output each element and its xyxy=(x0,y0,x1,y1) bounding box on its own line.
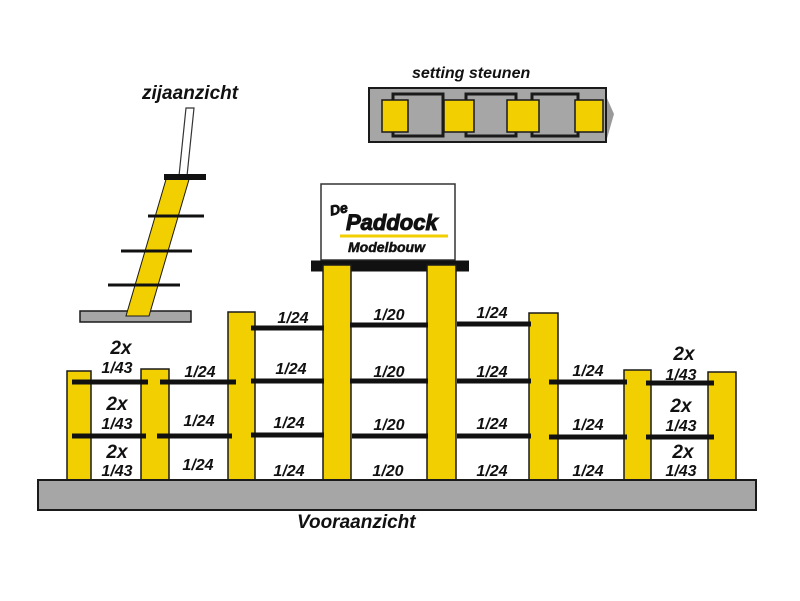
shelf-scale-label: 1/24 xyxy=(476,305,507,322)
supports-block xyxy=(574,99,604,133)
shelf-scale-label: 2x xyxy=(109,338,133,359)
rack-post xyxy=(426,264,457,483)
shelf-scale-label: 2x xyxy=(671,442,695,463)
shelf-scale-label: 1/20 xyxy=(373,364,404,381)
rack-post xyxy=(528,312,559,483)
shelf-scale-label: 1/20 xyxy=(372,463,403,480)
logo-text-modelbouw: Modelbouw xyxy=(348,239,426,255)
logo-text-paddock: Paddock xyxy=(346,210,439,235)
front-view-title: Vooraanzicht xyxy=(297,512,416,533)
shelf-scale-label: 2x xyxy=(669,396,693,417)
shelf-scale-label: 1/24 xyxy=(184,364,215,381)
shelf-scale-label: 1/43 xyxy=(665,367,696,384)
shelf-scale-label: 1/43 xyxy=(101,416,132,433)
shelf-scale-label: 1/24 xyxy=(277,310,308,327)
supports-block xyxy=(381,99,409,133)
front-view-base xyxy=(37,479,757,511)
supports-block xyxy=(506,99,540,133)
shelf-scale-label: 1/43 xyxy=(665,418,696,435)
side-view-title: zijaanzicht xyxy=(141,83,239,104)
shelf-scale-label: 1/24 xyxy=(572,363,603,380)
shelf-scale-label: 1/20 xyxy=(373,307,404,324)
shelf-scale-label: 1/24 xyxy=(273,415,304,432)
shelf-scale-label: 1/20 xyxy=(373,417,404,434)
logo-panel xyxy=(320,183,456,261)
side-view-hanger xyxy=(178,107,195,177)
side-view xyxy=(79,107,206,323)
side-view-post xyxy=(125,175,191,317)
shelf-scale-label: 2x xyxy=(672,344,696,365)
shelf-scale-label: 1/24 xyxy=(476,364,507,381)
shelf-scale-label: 1/24 xyxy=(476,416,507,433)
shelf-scale-label: 1/24 xyxy=(273,463,304,480)
logo-sign: De Paddock Modelbouw xyxy=(311,183,469,272)
rack-post xyxy=(707,371,737,483)
rack-post xyxy=(623,369,652,483)
shelf-scale-label: 1/24 xyxy=(476,463,507,480)
shelf-scale-label: 1/24 xyxy=(572,417,603,434)
shelf-scale-label: 1/24 xyxy=(183,413,214,430)
shelf-scale-label: 2x xyxy=(105,442,129,463)
shelf-scale-label: 2x xyxy=(105,394,129,415)
shelf-scale-label: 1/43 xyxy=(101,360,132,377)
supports-title: setting steunen xyxy=(412,65,530,82)
rack-post xyxy=(66,370,92,483)
shelf-scale-label: 1/24 xyxy=(275,361,306,378)
supports-block xyxy=(443,99,475,133)
rack-post xyxy=(322,264,352,483)
supports-detail xyxy=(368,87,614,143)
rack-post xyxy=(227,311,256,483)
front-view-rack: 2x1/432x1/432x1/431/241/241/241/241/241/… xyxy=(66,264,737,483)
logo-text-de: De xyxy=(328,199,349,218)
shelf-scale-label: 1/24 xyxy=(572,463,603,480)
rack-post xyxy=(140,368,170,483)
shelf-scale-label: 1/24 xyxy=(182,457,213,474)
shelf-scale-label: 1/43 xyxy=(101,463,132,480)
shelf-scale-label: 1/43 xyxy=(665,463,696,480)
